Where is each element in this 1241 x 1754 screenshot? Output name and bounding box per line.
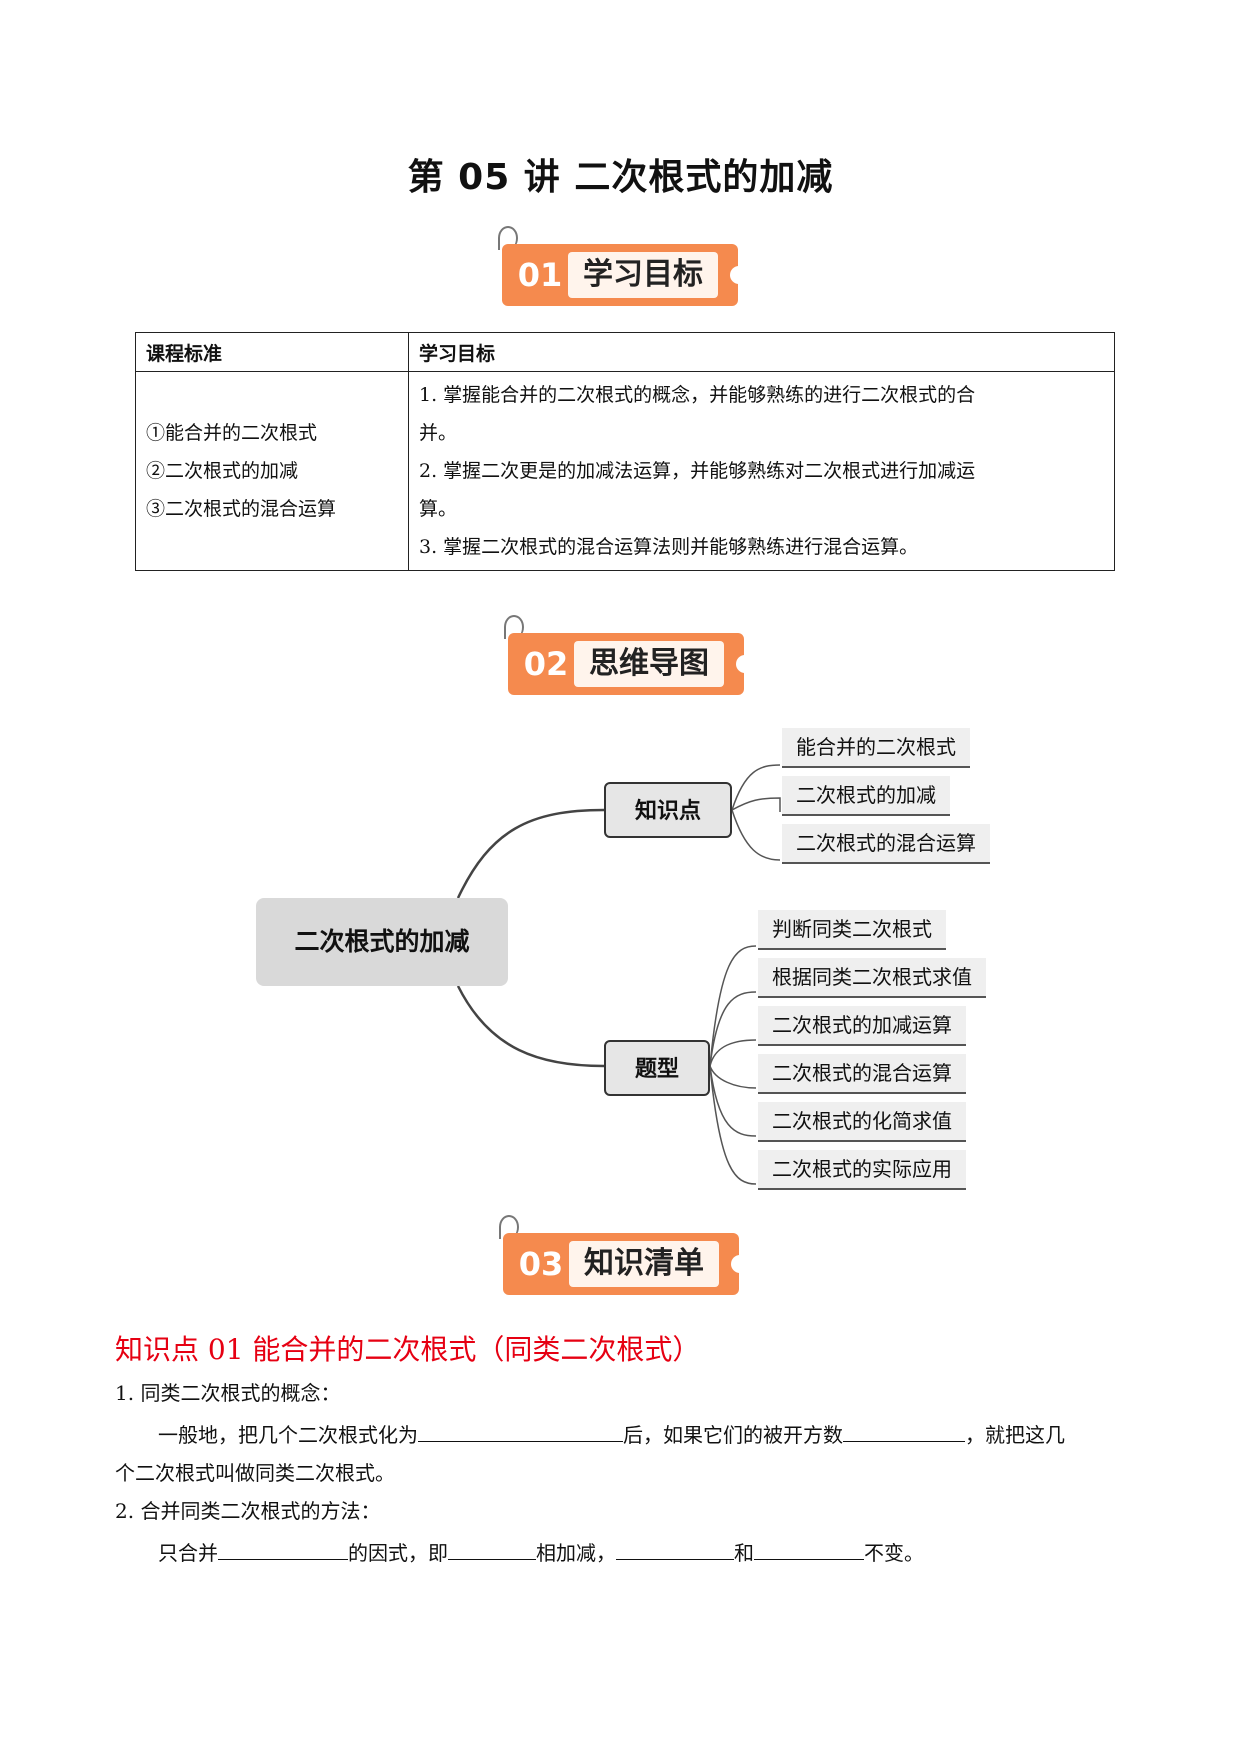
branch-1-leaf-line — [731, 797, 781, 812]
branch-2-leaf-line — [709, 991, 757, 1067]
banner-label: 学习目标 — [568, 252, 718, 298]
fill-blank[interactable] — [843, 1421, 965, 1442]
section-banner-knowledge-list: 03 知识清单 — [499, 1215, 743, 1295]
hook-icon — [499, 1215, 519, 1239]
mindmap-leaf: 根据同类二次根式求值 — [758, 958, 986, 998]
table-row: ①能合并的二次根式 ②二次根式的加减 ③二次根式的混合运算 1. 掌握能合并的二… — [135, 371, 1115, 571]
standard-item: ①能合并的二次根式 — [146, 422, 318, 444]
banner-notch — [730, 266, 742, 284]
branch-2-leaf-line — [709, 1039, 757, 1067]
item-1-heading: 1. 同类二次根式的概念： — [115, 1381, 341, 1405]
banner-number: 03 — [518, 1245, 564, 1283]
standard-item: ③二次根式的混合运算 — [146, 498, 337, 520]
item-2-paragraph: 只合并 的因式，即 相加减， 和 不变。 — [158, 1538, 924, 1568]
mindmap-leaf: 二次根式的混合运算 — [782, 824, 990, 864]
goal-line: 1. 掌握能合并的二次根式的概念，并能够熟练的进行二次根式的合 — [419, 384, 976, 406]
goal-line: 2. 掌握二次更是的加减法运算，并能够熟练对二次根式进行加减运 — [419, 460, 976, 482]
goal-line: 算。 — [419, 498, 458, 520]
page-title: 第 05 讲 二次根式的加减 — [407, 157, 834, 198]
goals-cell: 1. 掌握能合并的二次根式的概念，并能够熟练的进行二次根式的合 并。 2. 掌握… — [408, 371, 1115, 571]
hook-icon — [504, 615, 524, 639]
header-standards: 课程标准 — [135, 332, 409, 372]
item-1-paragraph: 一般地，把几个二次根式化为 后，如果它们的被开方数 ，就把这几 — [158, 1420, 1065, 1450]
section-banner-mind-map: 02 思维导图 — [504, 615, 748, 695]
mindmap-leaf: 能合并的二次根式 — [782, 728, 970, 768]
banner-number: 01 — [517, 256, 563, 294]
mindmap-root: 二次根式的加减 — [256, 898, 508, 986]
goal-line: 并。 — [419, 422, 458, 444]
mindmap-leaf: 二次根式的加减运算 — [758, 1006, 966, 1046]
standards-cell: ①能合并的二次根式 ②二次根式的加减 ③二次根式的混合运算 — [135, 371, 409, 571]
fill-blank[interactable] — [448, 1539, 536, 1560]
text-segment: 一般地，把几个二次根式化为 — [158, 1423, 418, 1447]
banner-notch — [731, 1255, 743, 1273]
mindmap-leaf: 二次根式的化简求值 — [758, 1102, 966, 1142]
knowledge-point-title: 知识点 01 能合并的二次根式（同类二次根式） — [115, 1333, 701, 1366]
fill-blank[interactable] — [218, 1539, 348, 1560]
goal-line: 3. 掌握二次根式的混合运算法则并能够熟练进行混合运算。 — [419, 536, 919, 558]
item-1-continuation: 个二次根式叫做同类二次根式。 — [115, 1461, 395, 1485]
text-segment: 和 — [734, 1541, 754, 1565]
banner-number: 02 — [523, 645, 569, 683]
section-banner-learning-goals: 01 学习目标 — [498, 226, 742, 306]
text-segment: 的因式，即 — [348, 1541, 448, 1565]
text-segment: 不变。 — [864, 1541, 924, 1565]
text-segment: 只合并 — [158, 1541, 218, 1565]
mindmap-branch-knowledge: 知识点 — [604, 782, 732, 838]
branch-2-leaf-line — [709, 1065, 757, 1137]
root-to-branch-1-line — [456, 808, 605, 899]
root-to-branch-2-line — [456, 985, 605, 1068]
standard-item: ②二次根式的加减 — [146, 460, 299, 482]
mindmap-leaf: 二次根式的实际应用 — [758, 1150, 966, 1190]
mindmap-leaf: 二次根式的混合运算 — [758, 1054, 966, 1094]
fill-blank[interactable] — [616, 1539, 734, 1560]
text-segment: 后，如果它们的被开方数 — [623, 1423, 843, 1447]
banner-label: 知识清单 — [569, 1241, 719, 1287]
hook-icon — [498, 226, 518, 250]
branch-2-leaf-line — [709, 1065, 757, 1185]
fill-blank[interactable] — [754, 1539, 864, 1560]
mindmap-leaf: 判断同类二次根式 — [758, 910, 946, 950]
branch-2-leaf-line — [709, 945, 757, 1067]
text-segment: 相加减， — [536, 1541, 616, 1565]
branch-1-leaf-line — [731, 809, 781, 861]
mindmap-branch-question-types: 题型 — [604, 1040, 710, 1096]
banner-label: 思维导图 — [574, 641, 724, 687]
goals-table: 课程标准 学习目标 ①能合并的二次根式 ②二次根式的加减 ③二次根式的混合运算 … — [135, 332, 1115, 571]
branch-1-leaf-line — [731, 764, 781, 811]
branch-2-leaf-line — [709, 1065, 757, 1089]
text-segment: ，就把这几 — [965, 1423, 1065, 1447]
item-2-heading: 2. 合并同类二次根式的方法： — [115, 1499, 381, 1523]
banner-notch — [736, 655, 748, 673]
mindmap-leaf: 二次根式的加减 — [782, 776, 950, 816]
fill-blank[interactable] — [418, 1421, 623, 1442]
